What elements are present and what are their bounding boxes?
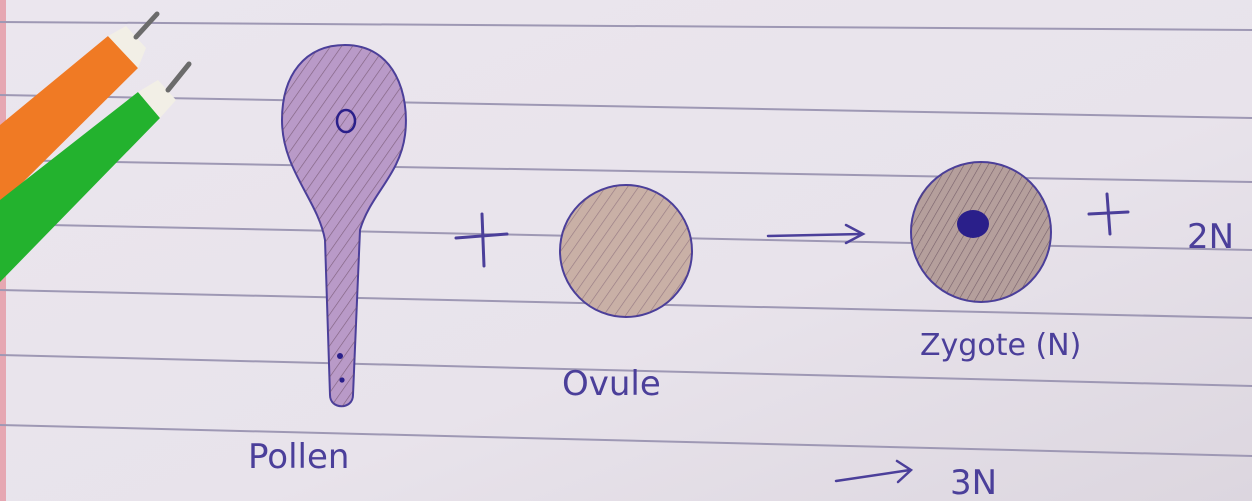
- plus-sign: [1087, 192, 1130, 236]
- reaction-arrow: [834, 459, 914, 484]
- pollen-tube-nucleus: [337, 353, 343, 359]
- pollen-tube-nucleus: [339, 377, 345, 383]
- pollen-label: Pollen: [248, 437, 349, 477]
- reaction-arrow: [766, 223, 866, 245]
- green-pen: [0, 61, 192, 282]
- ruled-line: [0, 354, 1252, 387]
- plus-sign: [454, 212, 509, 268]
- ovule-label: Ovule: [562, 364, 661, 404]
- ruled-line: [0, 21, 1252, 31]
- result-2n-label: 2N: [1187, 217, 1234, 257]
- ruled-line: [0, 94, 1252, 119]
- ruled-lines: [0, 21, 1252, 457]
- pollen-grain: [280, 43, 407, 408]
- zygote-nucleus: [957, 210, 989, 238]
- ovule: [559, 184, 693, 318]
- pollen-nucleus: [335, 108, 357, 134]
- result-3n-label: 3N: [950, 463, 997, 501]
- ruled-line: [0, 159, 1252, 183]
- zygote: [910, 161, 1052, 303]
- ruled-line: [0, 424, 1252, 457]
- zygote-label: Zygote (N): [920, 328, 1081, 363]
- orange-pen: [0, 11, 160, 205]
